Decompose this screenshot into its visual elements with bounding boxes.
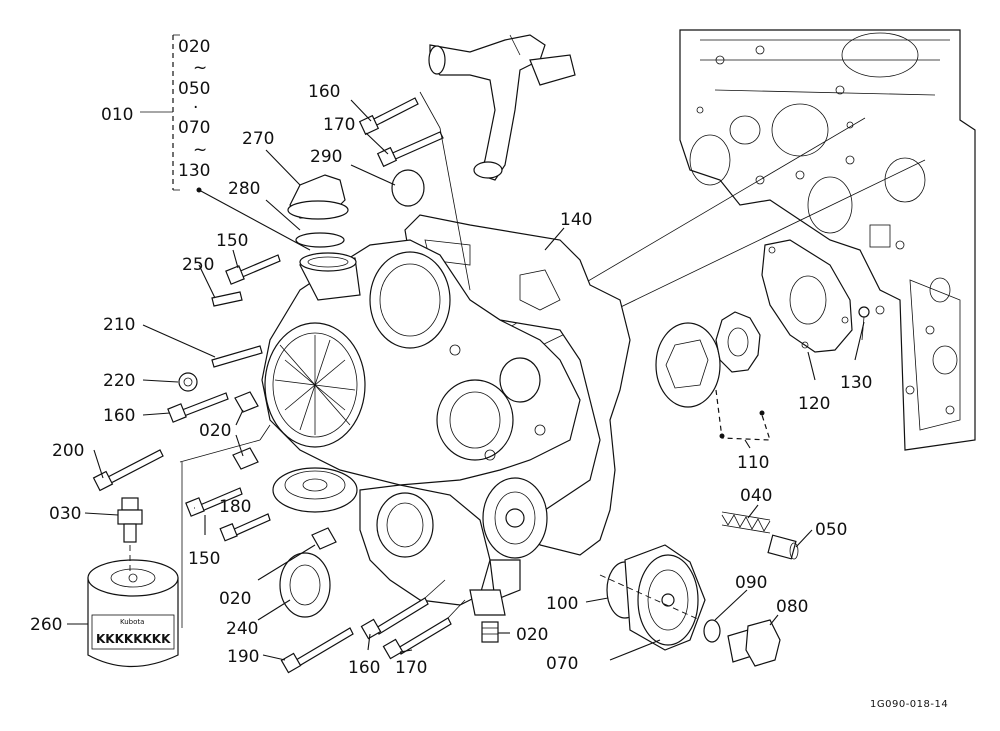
stud-210 — [211, 345, 263, 368]
callout-label: 220 — [103, 371, 135, 391]
callout-label: 020 — [516, 625, 548, 645]
extension-line — [447, 599, 466, 619]
callout-label: 210 — [103, 315, 135, 335]
bolt-190 — [280, 627, 354, 674]
filter-brand-label: Kubota — [120, 618, 144, 626]
extension-line — [259, 424, 271, 441]
water-flange-pipe — [428, 34, 576, 181]
callout-label: 250 — [182, 255, 214, 275]
callout-label: 130 — [840, 373, 872, 393]
bolt-170-low — [382, 617, 452, 660]
callout-label: 200 — [52, 441, 84, 461]
gear-case — [261, 239, 581, 486]
callout-label: 040 — [740, 486, 772, 506]
pump-cover — [761, 239, 853, 353]
extension-line — [179, 439, 261, 463]
range-label: 070 — [178, 118, 210, 138]
callout-label: 150 — [188, 549, 220, 569]
callout-label: 070 — [546, 654, 578, 674]
inner-rotor — [715, 311, 761, 373]
callout-label: 030 — [49, 504, 81, 524]
bolt-200 — [92, 449, 164, 492]
extension-line — [439, 127, 471, 291]
oil-filler-neck — [299, 252, 361, 301]
filter-nipple — [117, 497, 143, 543]
callout-label: 010 — [101, 105, 133, 125]
dowel-020-a — [232, 391, 259, 470]
callout-label: 280 — [228, 179, 260, 199]
filter-mount-boss — [272, 467, 358, 513]
bolt-150-upper — [225, 254, 281, 285]
document-code: 1G090-018-14 — [870, 699, 948, 710]
range-label: 130 — [178, 161, 210, 181]
nut-220 — [178, 372, 198, 392]
oil-filler-cap — [287, 174, 349, 220]
callout-label: 150 — [216, 231, 248, 251]
plug — [391, 169, 425, 207]
range-dot: · — [193, 98, 198, 118]
callout-label: 160 — [308, 82, 340, 102]
callout-label: 260 — [30, 615, 62, 635]
callout-label: 100 — [546, 594, 578, 614]
gasket — [404, 214, 631, 556]
callout-label: 270 — [242, 129, 274, 149]
relief-spring — [721, 511, 771, 534]
callout-label: 050 — [815, 520, 847, 540]
bolt-150-lower — [219, 513, 271, 542]
range-label: 020 — [178, 37, 210, 57]
alignment-line — [599, 574, 701, 621]
callout-label: 190 — [227, 647, 259, 667]
callout-label: 170 — [395, 658, 427, 678]
bolt-160-mid — [167, 392, 229, 423]
front-housing-lower — [359, 484, 521, 616]
callout-label: 170 — [323, 115, 355, 135]
oil-seal — [279, 552, 331, 618]
screw-130 — [858, 306, 870, 341]
callout-label: 290 — [310, 147, 342, 167]
pulley-070 — [624, 544, 706, 651]
callout-label: 160 — [103, 406, 135, 426]
callout-label: 180 — [219, 497, 251, 517]
range-label: 050 — [178, 79, 210, 99]
o-ring — [295, 232, 345, 248]
relief-valve — [767, 534, 799, 560]
outer-rotor — [655, 322, 721, 408]
plug-020-c — [481, 621, 499, 643]
callout-label: 160 — [348, 658, 380, 678]
callout-label: 240 — [226, 619, 258, 639]
callout-label: 140 — [560, 210, 592, 230]
callout-label: 120 — [798, 394, 830, 414]
callout-label: 020 — [199, 421, 231, 441]
filter-pattern-label: KKKKKKKK — [96, 632, 171, 646]
oil-filter: Kubota KKKKKKKK — [87, 559, 179, 668]
bolt-170-top — [376, 131, 444, 168]
stud-250 — [211, 291, 243, 307]
engine-block — [679, 29, 976, 451]
callout-label: 080 — [776, 597, 808, 617]
dowel-020-b — [311, 527, 337, 550]
plug-080 — [727, 619, 781, 667]
callout-label: 020 — [219, 589, 251, 609]
o-ring-090 — [703, 619, 721, 643]
callout-label: 090 — [735, 573, 767, 593]
callout-labels: 010 160 170 270 290 280 140 150 250 210 … — [30, 82, 872, 678]
bolt-160-top — [358, 97, 419, 136]
range-tilde: ~ — [193, 140, 207, 160]
extension-line — [424, 579, 446, 599]
ribbed-cover-plate — [264, 322, 366, 448]
rotor-set-bracket — [715, 389, 771, 441]
pump-pulley — [482, 477, 548, 559]
leader-lines — [67, 99, 865, 661]
range-tilde: ~ — [193, 58, 207, 78]
alignment-line — [479, 159, 926, 376]
bolt-180 — [185, 487, 243, 517]
callout-label: 110 — [737, 453, 769, 473]
extension-line — [419, 91, 441, 129]
bolt-160-low — [360, 597, 429, 640]
